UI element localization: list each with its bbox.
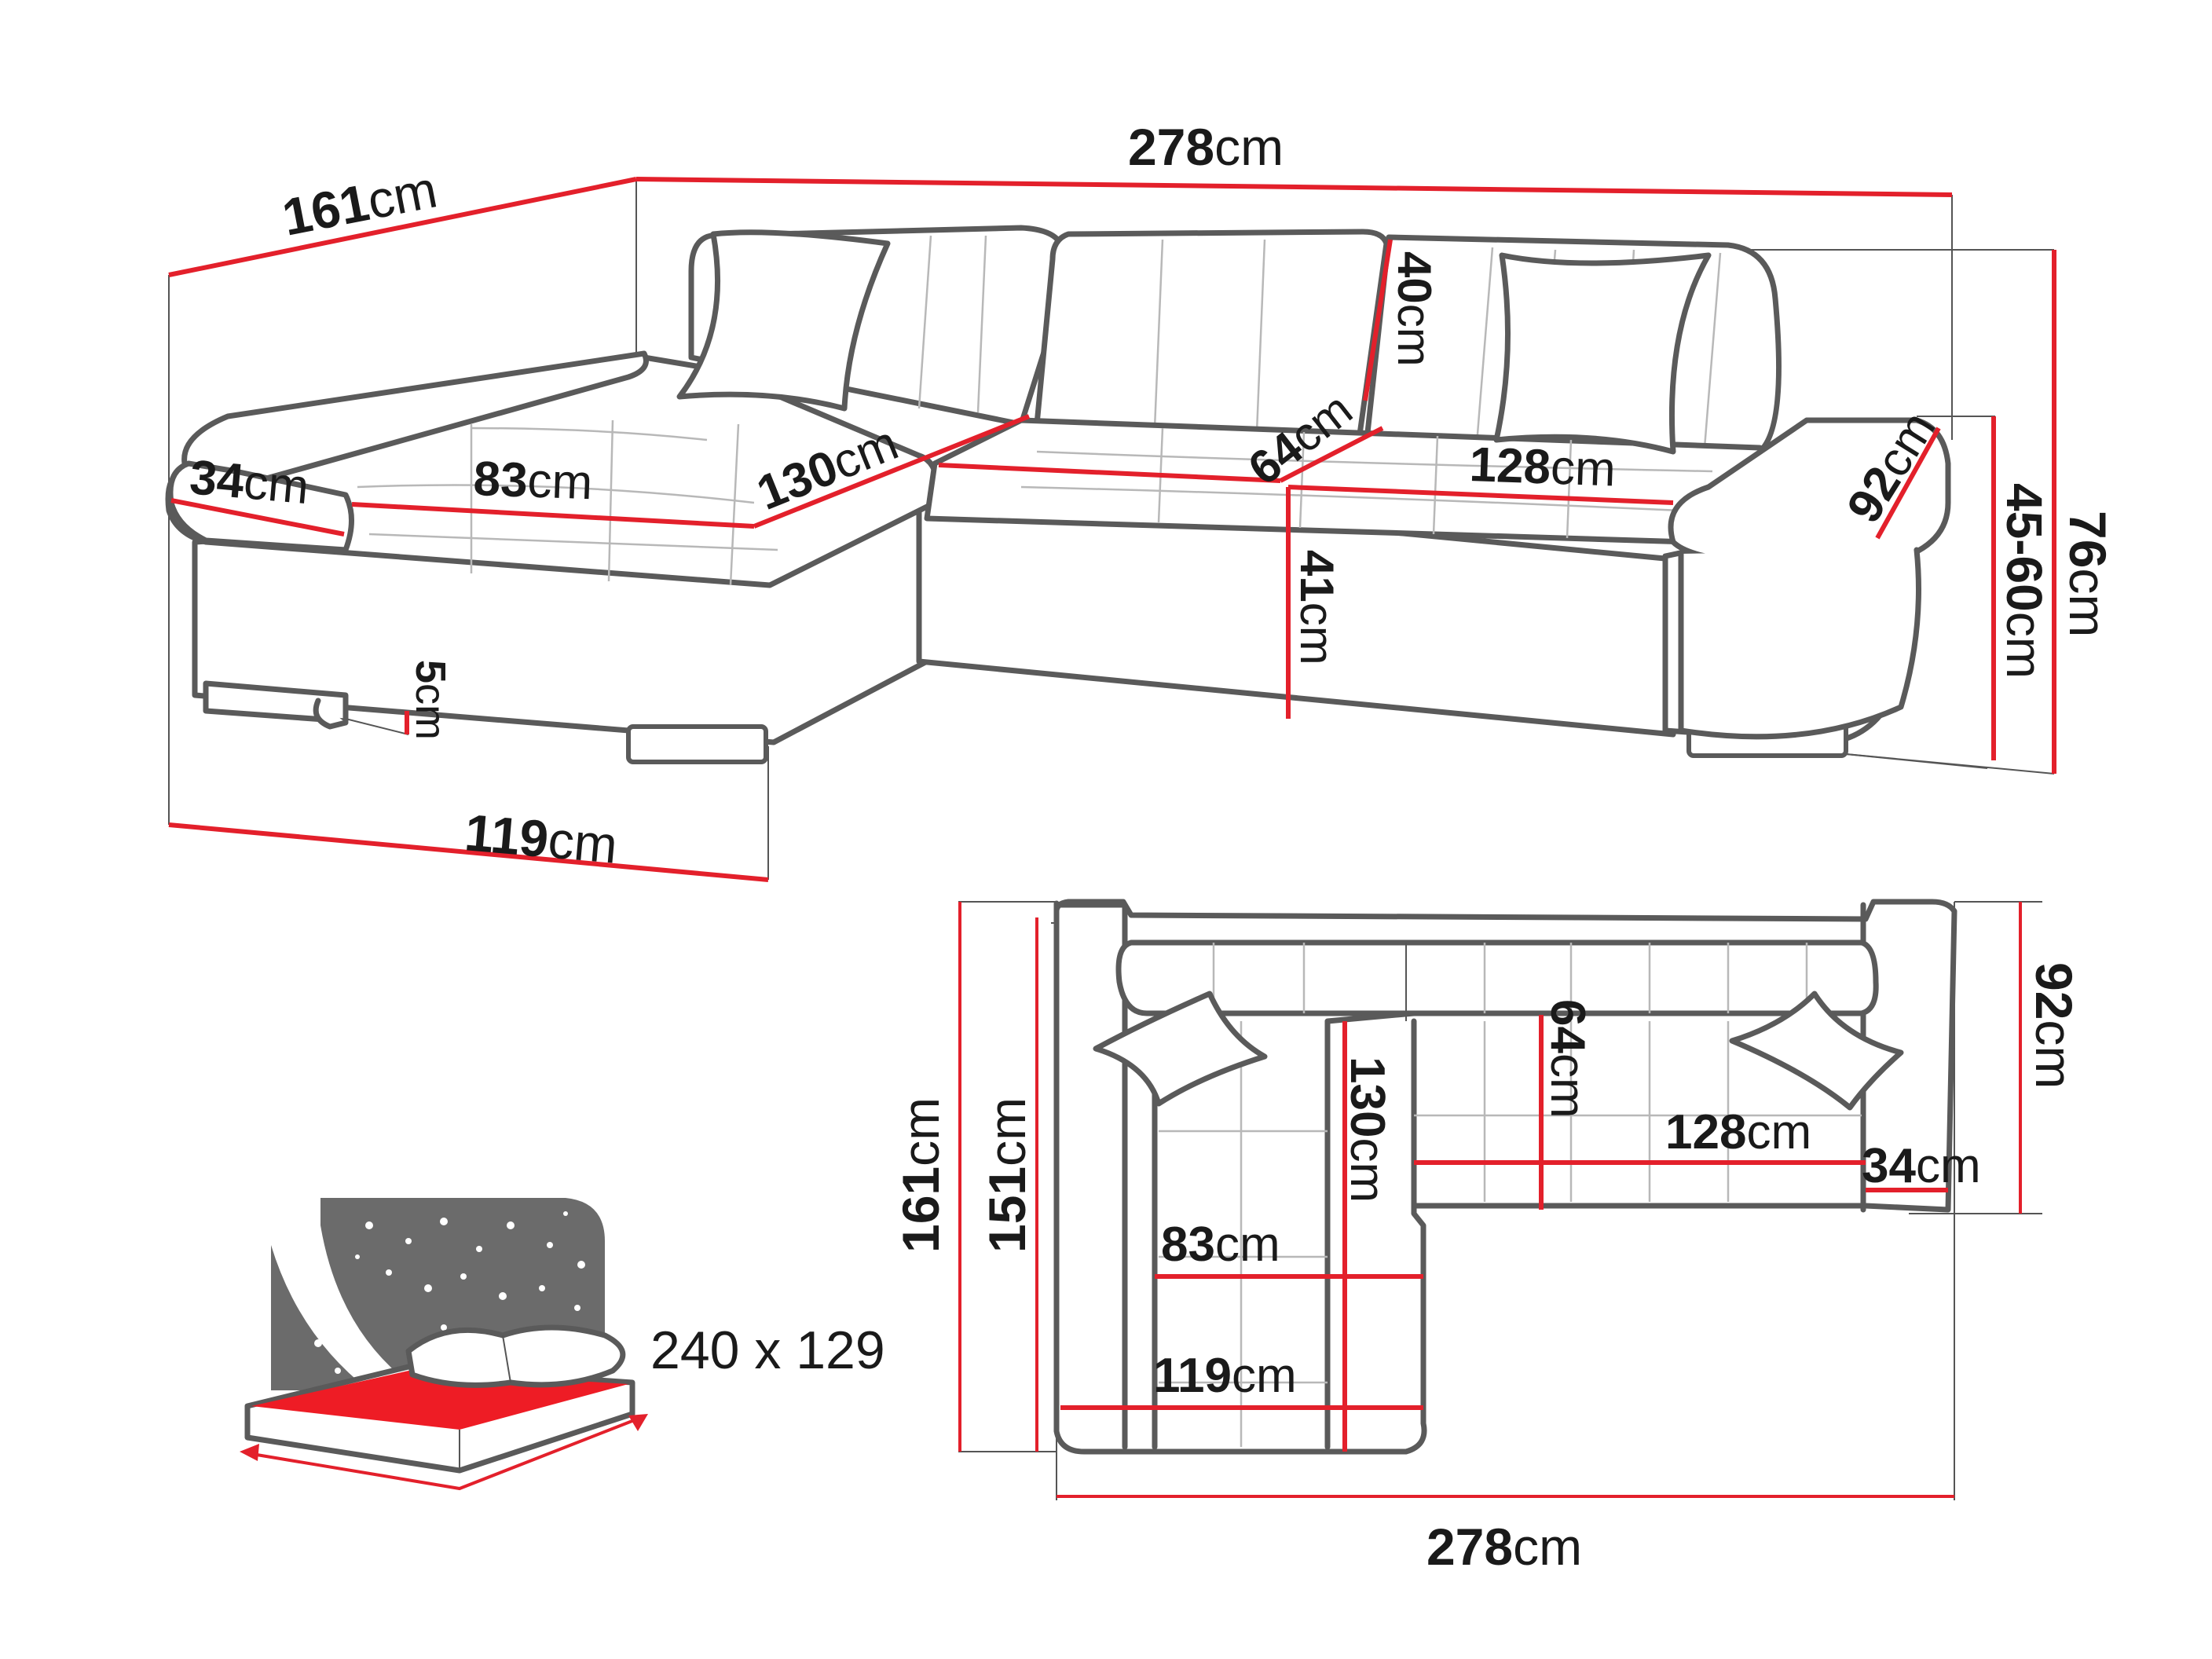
- stars: [299, 1211, 585, 1374]
- label-chaise-front-width: 119cm: [463, 803, 620, 874]
- label-total-height: 76cm: [2059, 511, 2117, 637]
- label-seat-width-right: 128cm: [1469, 438, 1617, 496]
- label-top-armrest-width: 34cm: [1862, 1139, 1981, 1193]
- label-total-width: 278cm: [1128, 118, 1284, 176]
- label-top-total-depth-outer: 161cm: [892, 1097, 950, 1253]
- main-seat-tufting: [1020, 427, 1713, 539]
- label-top-back-depth: 92cm: [2025, 962, 2083, 1089]
- label-top-chaise-length: 130cm: [1340, 1057, 1394, 1203]
- night-sky-side: [271, 1245, 369, 1390]
- label-top-total-depth-inner: 151cm: [978, 1097, 1036, 1253]
- bed-with-starry-headboard-icon: [240, 1198, 648, 1491]
- perspective-labels: 278cm 161cm 119cm 34cm 83cm 130cm 40cm 6…: [188, 118, 2117, 874]
- top-back-cushion-seams: [1212, 943, 1808, 1021]
- label-top-seat-depth: 64cm: [1540, 999, 1595, 1119]
- label-top-total-width: 278cm: [1426, 1518, 1582, 1576]
- label-armrest-width-left: 34cm: [188, 450, 311, 515]
- top-view-dimension-lines: [958, 902, 2022, 1498]
- sleeping-area-label: 240 x 129: [650, 1320, 885, 1380]
- pillow-icon: [1493, 252, 1712, 455]
- top-view-sofa: [958, 899, 2042, 1500]
- pillow-icon: [1093, 991, 1268, 1107]
- label-seat-height: 41cm: [1291, 550, 1343, 665]
- perspective-guide-lines: [168, 179, 2055, 880]
- label-top-chaise-seat-width: 83cm: [1161, 1218, 1280, 1272]
- chaise-seat-tufting: [357, 419, 778, 586]
- perspective-dimension-lines: [168, 177, 2056, 882]
- label-top-seat-width: 128cm: [1665, 1105, 1811, 1159]
- top-view-labels: 161cm 151cm 130cm 64cm 128cm 34cm 83cm 1…: [892, 962, 2083, 1576]
- label-armrest-height: 45-60cm: [1996, 483, 2053, 679]
- label-seat-depth-chaise: 83cm: [473, 452, 594, 510]
- perspective-sofa: [165, 179, 2055, 880]
- pillow-icon: [1729, 991, 1904, 1111]
- label-leg-height: 5cm: [407, 660, 454, 740]
- sofa-leg: [626, 724, 768, 764]
- label-top-chaise-total-width: 119cm: [1153, 1349, 1297, 1403]
- label-backrest-height: 40cm: [1388, 251, 1441, 367]
- top-seat-seams: [1159, 1021, 1862, 1447]
- pillow-icon: [676, 229, 891, 412]
